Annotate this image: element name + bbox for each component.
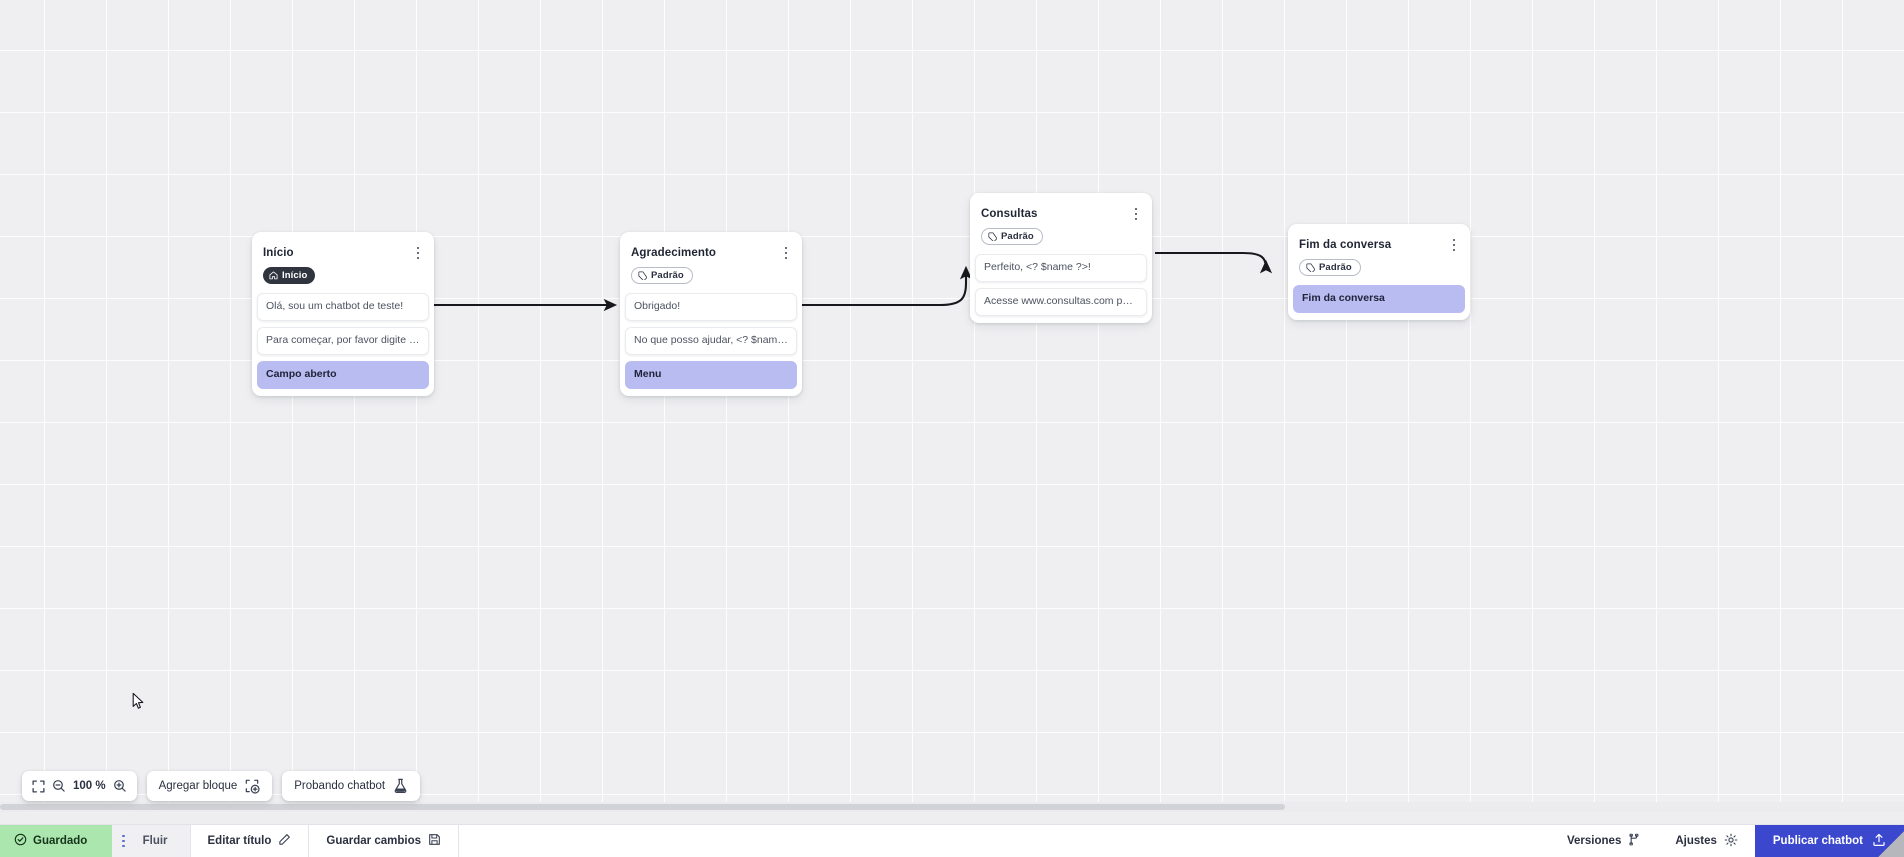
node-messages: Perfeito, <? $name ?>! Acesse www.consul… <box>970 254 1152 316</box>
node-messages: Obrigado! No que posso ajudar, <? $name … <box>620 293 802 389</box>
scrollbar-thumb[interactable] <box>0 804 1285 810</box>
node-title: Agradecimento <box>631 247 717 259</box>
node-title: Início <box>263 247 294 259</box>
flow-node-fim-da-conversa[interactable]: Fim da conversa Padrão Fim da conversa <box>1288 224 1470 320</box>
zoom-in-icon[interactable] <box>113 779 127 793</box>
versions-label: Versiones <box>1567 835 1622 847</box>
upload-icon <box>1872 833 1886 850</box>
node-tag-label: Padrão <box>651 270 684 281</box>
tab-fluir[interactable]: Fluir <box>112 825 191 857</box>
node-header: Agradecimento <box>620 238 802 260</box>
node-message-accent[interactable]: Menu <box>625 361 797 389</box>
node-tag-label: Padrão <box>1319 262 1352 273</box>
tag-icon <box>638 271 647 280</box>
settings-button[interactable]: Ajustes <box>1658 825 1755 857</box>
flask-icon <box>393 778 408 794</box>
flow-node-inicio[interactable]: Início Início Olá, sou um chatbot de tes… <box>252 232 434 396</box>
node-title: Consultas <box>981 208 1038 220</box>
node-message-accent[interactable]: Campo aberto <box>257 361 429 389</box>
node-message[interactable]: Olá, sou um chatbot de teste! <box>257 293 429 321</box>
floppy-disk-icon <box>428 833 441 849</box>
node-tag-row: Padrão <box>970 221 1152 254</box>
flow-node-agradecimento[interactable]: Agradecimento Padrão Obrigado! No que po… <box>620 232 802 396</box>
status-bar: Guardado Fluir Editar título Guardar cam… <box>0 824 1904 857</box>
kebab-menu-icon[interactable] <box>1129 205 1143 223</box>
node-message[interactable]: Obrigado! <box>625 293 797 321</box>
zoom-level-value: 100 % <box>73 780 106 792</box>
branch-icon <box>1628 833 1641 849</box>
node-tag-inicio[interactable]: Início <box>263 267 316 284</box>
home-icon <box>269 271 278 280</box>
test-chatbot-label: Probando chatbot <box>294 780 386 792</box>
kebab-menu-icon[interactable] <box>1447 236 1461 254</box>
save-changes-label: Guardar cambios <box>326 835 421 847</box>
node-tag-row: Padrão <box>1288 252 1470 285</box>
save-changes-button[interactable]: Guardar cambios <box>309 825 459 857</box>
settings-label: Ajustes <box>1675 835 1717 847</box>
canvas-toolbar: 100 % Agregar bloque Probando chatbot <box>22 771 421 801</box>
node-messages: Fim da conversa <box>1288 285 1470 313</box>
edit-title-label: Editar título <box>207 835 272 847</box>
kebab-menu-icon[interactable] <box>779 244 793 262</box>
fit-screen-icon[interactable] <box>32 779 45 793</box>
node-header: Início <box>252 238 434 260</box>
node-title: Fim da conversa <box>1299 239 1392 251</box>
edge-consultas-fim <box>1155 251 1273 274</box>
gear-icon <box>1724 833 1738 850</box>
saved-status-badge: Guardado <box>0 825 112 857</box>
node-message-accent[interactable]: Fim da conversa <box>1293 285 1465 313</box>
tab-fluir-label: Fluir <box>142 835 168 847</box>
node-tag-padrao[interactable]: Padrão <box>1299 259 1361 276</box>
node-message[interactable]: Perfeito, <? $name ?>! <box>975 254 1147 282</box>
tag-icon <box>988 232 997 241</box>
edge-agradecimento-consultas <box>800 265 973 307</box>
zoom-controls: 100 % <box>22 771 137 801</box>
pencil-icon <box>278 833 291 849</box>
node-messages: Olá, sou um chatbot de teste! Para começ… <box>252 293 434 389</box>
zoom-out-icon[interactable] <box>52 779 66 793</box>
node-tag-label: Padrão <box>1001 231 1034 242</box>
versions-button[interactable]: Versiones <box>1550 825 1658 857</box>
publish-label: Publicar chatbot <box>1772 835 1863 847</box>
kebab-menu-icon[interactable] <box>122 834 125 848</box>
tag-icon <box>1306 263 1315 272</box>
edge-layer <box>434 251 1273 312</box>
node-tag-row: Início <box>252 260 434 293</box>
node-header: Fim da conversa <box>1288 230 1470 252</box>
add-block-icon <box>245 779 260 794</box>
test-chatbot-button[interactable]: Probando chatbot <box>282 771 421 801</box>
node-header: Consultas <box>970 199 1152 221</box>
check-circle-icon <box>14 833 27 849</box>
node-message[interactable]: No que posso ajudar, <? $name ... <box>625 327 797 355</box>
add-block-label: Agregar bloque <box>158 780 238 792</box>
canvas-horizontal-scrollbar[interactable] <box>0 802 1904 812</box>
status-bar-right: Versiones Ajustes <box>1550 825 1904 857</box>
node-message[interactable]: Acesse www.consultas.com par... <box>975 288 1147 316</box>
add-block-button[interactable]: Agregar bloque <box>146 771 273 801</box>
node-tag-label: Início <box>282 270 308 281</box>
flow-node-consultas[interactable]: Consultas Padrão Perfeito, <? $name ?>! … <box>970 193 1152 323</box>
node-tag-padrao[interactable]: Padrão <box>631 267 693 284</box>
node-tag-padrao[interactable]: Padrão <box>981 228 1043 245</box>
node-message[interactable]: Para começar, por favor digite o ... <box>257 327 429 355</box>
publish-chatbot-button[interactable]: Publicar chatbot <box>1754 825 1904 857</box>
edit-title-button[interactable]: Editar título <box>191 825 310 857</box>
flow-canvas[interactable]: Início Início Olá, sou um chatbot de tes… <box>0 0 1904 812</box>
saved-label: Guardado <box>33 835 88 847</box>
node-tag-row: Padrão <box>620 260 802 293</box>
kebab-menu-icon[interactable] <box>411 244 425 262</box>
